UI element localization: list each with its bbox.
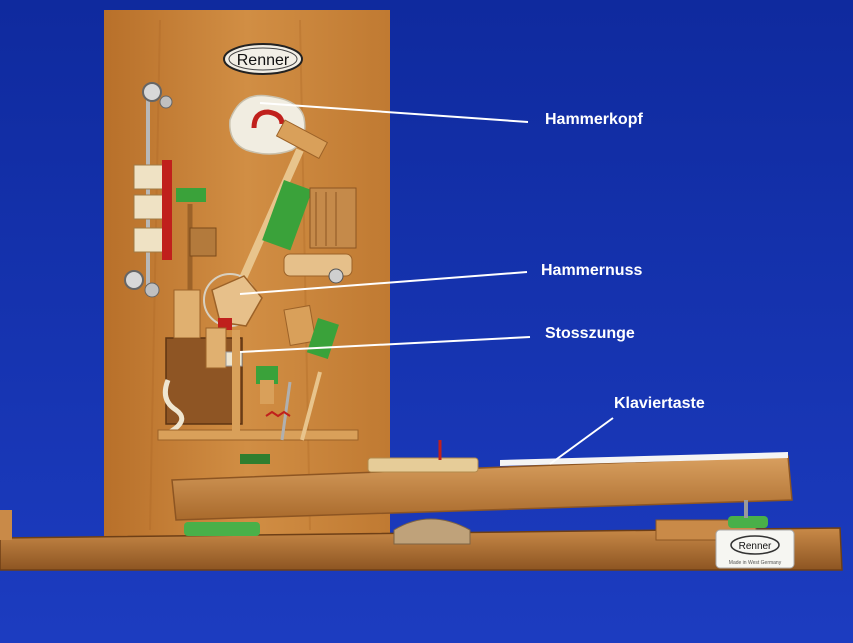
- base-logo-subtext: Made in West Germany: [729, 560, 782, 566]
- board-logo-text: Renner: [237, 52, 290, 69]
- label-hammerkopf: Hammerkopf: [545, 111, 643, 128]
- label-klaviertaste: Klaviertaste: [614, 395, 705, 412]
- hammer-shank: [236, 148, 304, 287]
- leader-line-hammernuss: [239, 271, 528, 295]
- leader-line-hammerkopf: [259, 102, 529, 123]
- base-logo-text: Renner: [739, 541, 772, 552]
- label-hammernuss: Hammernuss: [541, 262, 643, 279]
- label-stosszunge: Stosszunge: [545, 325, 635, 342]
- base-logo: Renner Made in West Germany: [715, 529, 795, 569]
- leader-line-klaviertaste: [549, 417, 614, 465]
- board-logo: Renner: [223, 43, 303, 75]
- left-rail: [124, 82, 217, 298]
- base-board: [0, 500, 843, 571]
- damper-assembly: [262, 179, 357, 284]
- leader-line-stosszunge: [239, 336, 531, 353]
- hammer-head: [229, 94, 329, 160]
- wippen-body: [162, 289, 278, 435]
- piano-key: [171, 440, 793, 521]
- hammer-butt: [203, 273, 263, 330]
